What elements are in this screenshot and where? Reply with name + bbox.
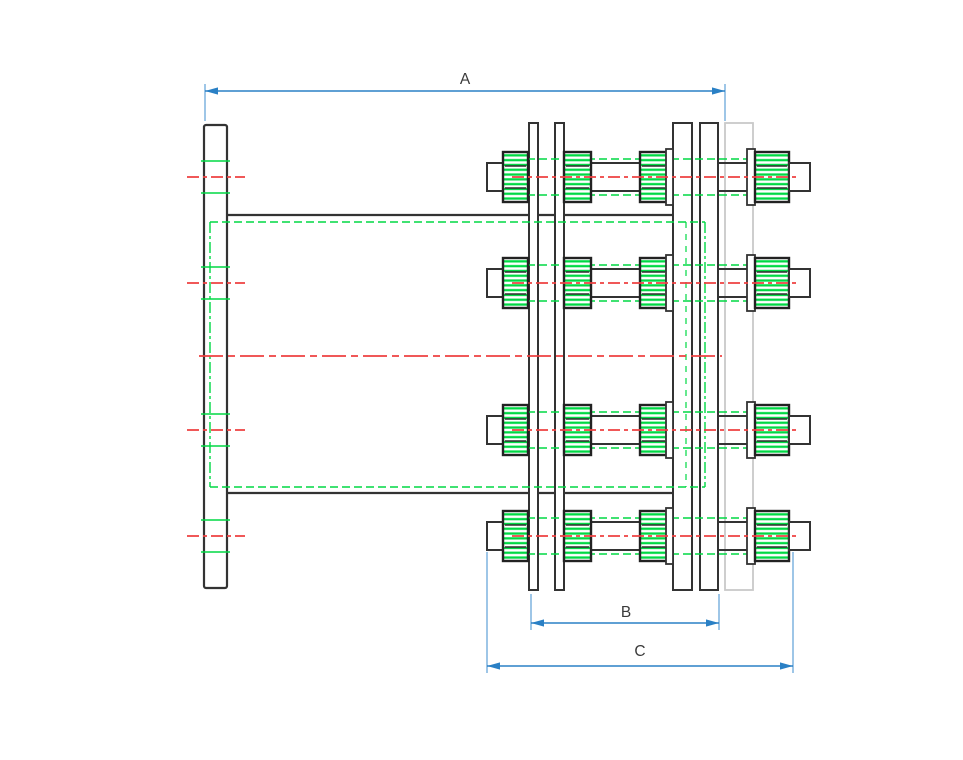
dim-a-arrow-right [712,87,725,95]
dimension-a: A [204,71,726,121]
dim-a-label: A [460,71,471,88]
dim-c-arrow-left [487,662,500,670]
hidden-bore-lines [209,221,706,488]
dim-c-label: C [634,643,645,660]
dimension-c: C [486,552,794,673]
dim-b-arrow-left [531,619,544,627]
dim-c-arrow-right [780,662,793,670]
dimension-b: B [530,594,720,630]
pipe-body [227,213,673,495]
dim-b-arrow-right [706,619,719,627]
dim-b-label: B [621,604,631,621]
dim-a-arrow-left [205,87,218,95]
